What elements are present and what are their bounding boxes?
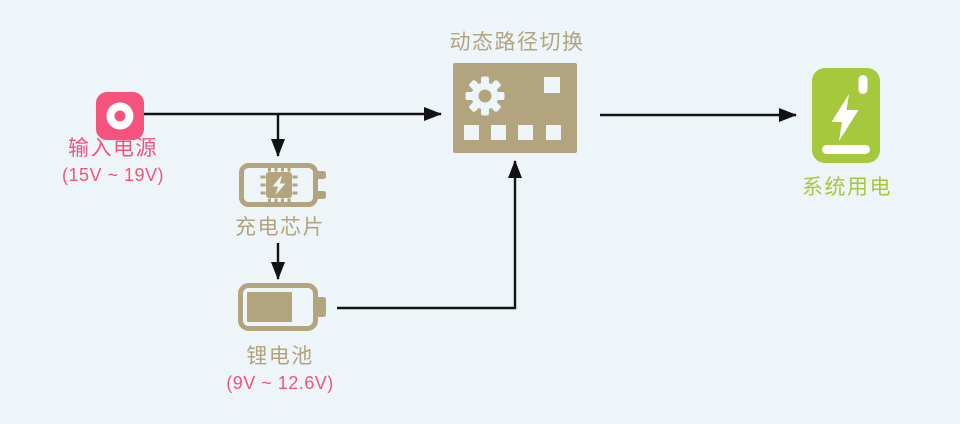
gear-cutout (465, 76, 505, 116)
chip-glyph (260, 166, 298, 204)
battery-level-icon (238, 283, 326, 331)
system-power-label: 系统用电 (802, 176, 892, 199)
input-power-voltage-range: (15V ~ 19V) (61, 165, 165, 186)
power-source-icon (96, 92, 144, 140)
arrow-battery-to-switch (337, 160, 522, 310)
input-power-label: 输入电源 (68, 137, 158, 160)
board-pad-cutouts (464, 77, 561, 140)
bolt-glyph (831, 94, 859, 141)
charging-chip-battery-icon (239, 163, 326, 207)
circuit-board-gear-icon (453, 63, 577, 153)
lithium-battery-voltage-range: (9V ~ 12.6V) (226, 373, 334, 394)
power-bank-bolt-icon (812, 68, 880, 163)
charging-chip-label: 充电芯片 (235, 216, 325, 239)
path-switch-label: 动态路径切换 (449, 31, 585, 54)
bolt-cutout (272, 175, 286, 195)
lithium-battery-label: 锂电池 (246, 345, 314, 368)
